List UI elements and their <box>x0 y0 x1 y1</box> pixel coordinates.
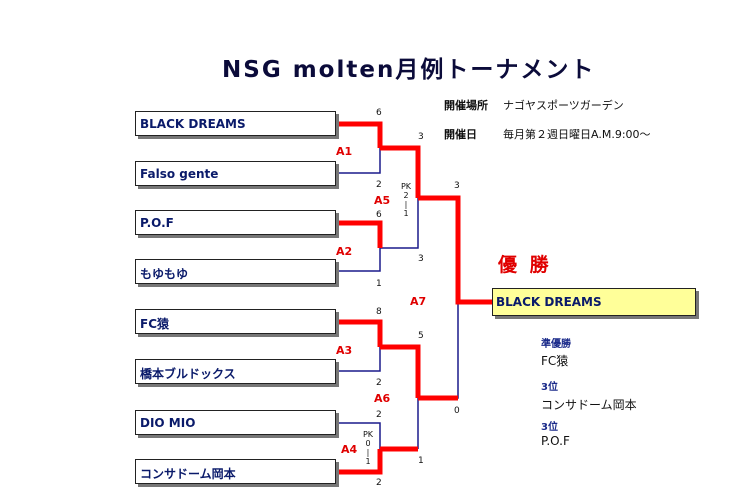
venue-label: 開催場所 <box>444 99 488 112</box>
line-moyumoyu <box>336 248 381 272</box>
line-falso-gente <box>336 148 381 174</box>
score: 0 <box>454 406 460 416</box>
date-value: 毎月第２週日曜日A.M.9:00～ <box>503 128 651 141</box>
team-box: コンサドーム岡本 <box>135 459 336 484</box>
team-box: DIO MIO <box>135 410 336 435</box>
score: 8 <box>376 307 382 317</box>
pk-label: PK <box>362 430 374 439</box>
match-label: A4 <box>341 443 358 456</box>
pk-sep: | <box>366 448 370 457</box>
pk-score: PK 2 | 1 <box>400 182 412 218</box>
pk-top: 0 <box>365 439 371 448</box>
team-box: Falso gente <box>135 161 336 186</box>
line-a3-winner <box>380 344 421 398</box>
third-place-label: 3位 <box>541 422 558 433</box>
line-dio-mio <box>336 422 381 449</box>
team-box: もゆもゆ <box>135 259 336 284</box>
match-label: A5 <box>374 194 391 207</box>
match-label: A1 <box>336 145 353 158</box>
match-label: A3 <box>336 344 353 357</box>
pk-label: PK <box>400 182 412 191</box>
pk-bottom: 1 <box>403 209 409 218</box>
pk-score: PK 0 | 1 <box>362 430 374 466</box>
third-place-value: コンサドーム岡本 <box>541 398 637 412</box>
score: 3 <box>454 181 460 191</box>
third-place-label: 3位 <box>541 382 558 393</box>
score: 5 <box>418 331 424 341</box>
score: 3 <box>418 254 424 264</box>
score: 2 <box>376 180 382 190</box>
score: 3 <box>418 132 424 142</box>
third-place-value: P.O.F <box>541 434 570 448</box>
score: 1 <box>376 279 382 289</box>
match-label: A6 <box>374 392 391 405</box>
score: 1 <box>418 456 424 466</box>
line-a5-bottom-loser <box>380 198 419 249</box>
line-pof <box>336 220 383 248</box>
score: 2 <box>376 378 382 388</box>
runner-up-value: FC猿 <box>541 354 569 368</box>
score: 2 <box>376 478 382 488</box>
team-box: P.O.F <box>135 210 336 235</box>
pk-sep: | <box>404 200 408 209</box>
line-a5-winner <box>418 195 492 305</box>
line-a1-winner <box>380 145 421 198</box>
pk-bottom: 1 <box>365 457 371 466</box>
team-box: BLACK DREAMS <box>135 111 336 136</box>
page-title: NSG molten月例トーナメント <box>222 57 596 83</box>
champion-box: BLACK DREAMS <box>492 288 696 316</box>
runner-up-label: 準優勝 <box>541 339 571 350</box>
pk-top: 2 <box>403 191 409 200</box>
line-black-dreams <box>336 121 383 148</box>
score: 6 <box>376 210 382 220</box>
line-fc-saru <box>336 319 383 347</box>
date-label: 開催日 <box>444 128 477 141</box>
team-box: 橋本ブルドックス <box>135 359 336 384</box>
line-a5-top <box>380 147 419 198</box>
line-consadome <box>336 449 383 475</box>
match-label: A2 <box>336 245 353 258</box>
score: 6 <box>376 108 382 118</box>
venue-value: ナゴヤスポーツガーデン <box>503 99 624 112</box>
line-a7-bottom <box>418 302 459 399</box>
score: 2 <box>376 410 382 420</box>
line-hashimoto <box>336 347 381 372</box>
match-label: A7 <box>410 295 427 308</box>
team-box: FC猿 <box>135 309 336 334</box>
champion-label: 優 勝 <box>498 254 552 276</box>
